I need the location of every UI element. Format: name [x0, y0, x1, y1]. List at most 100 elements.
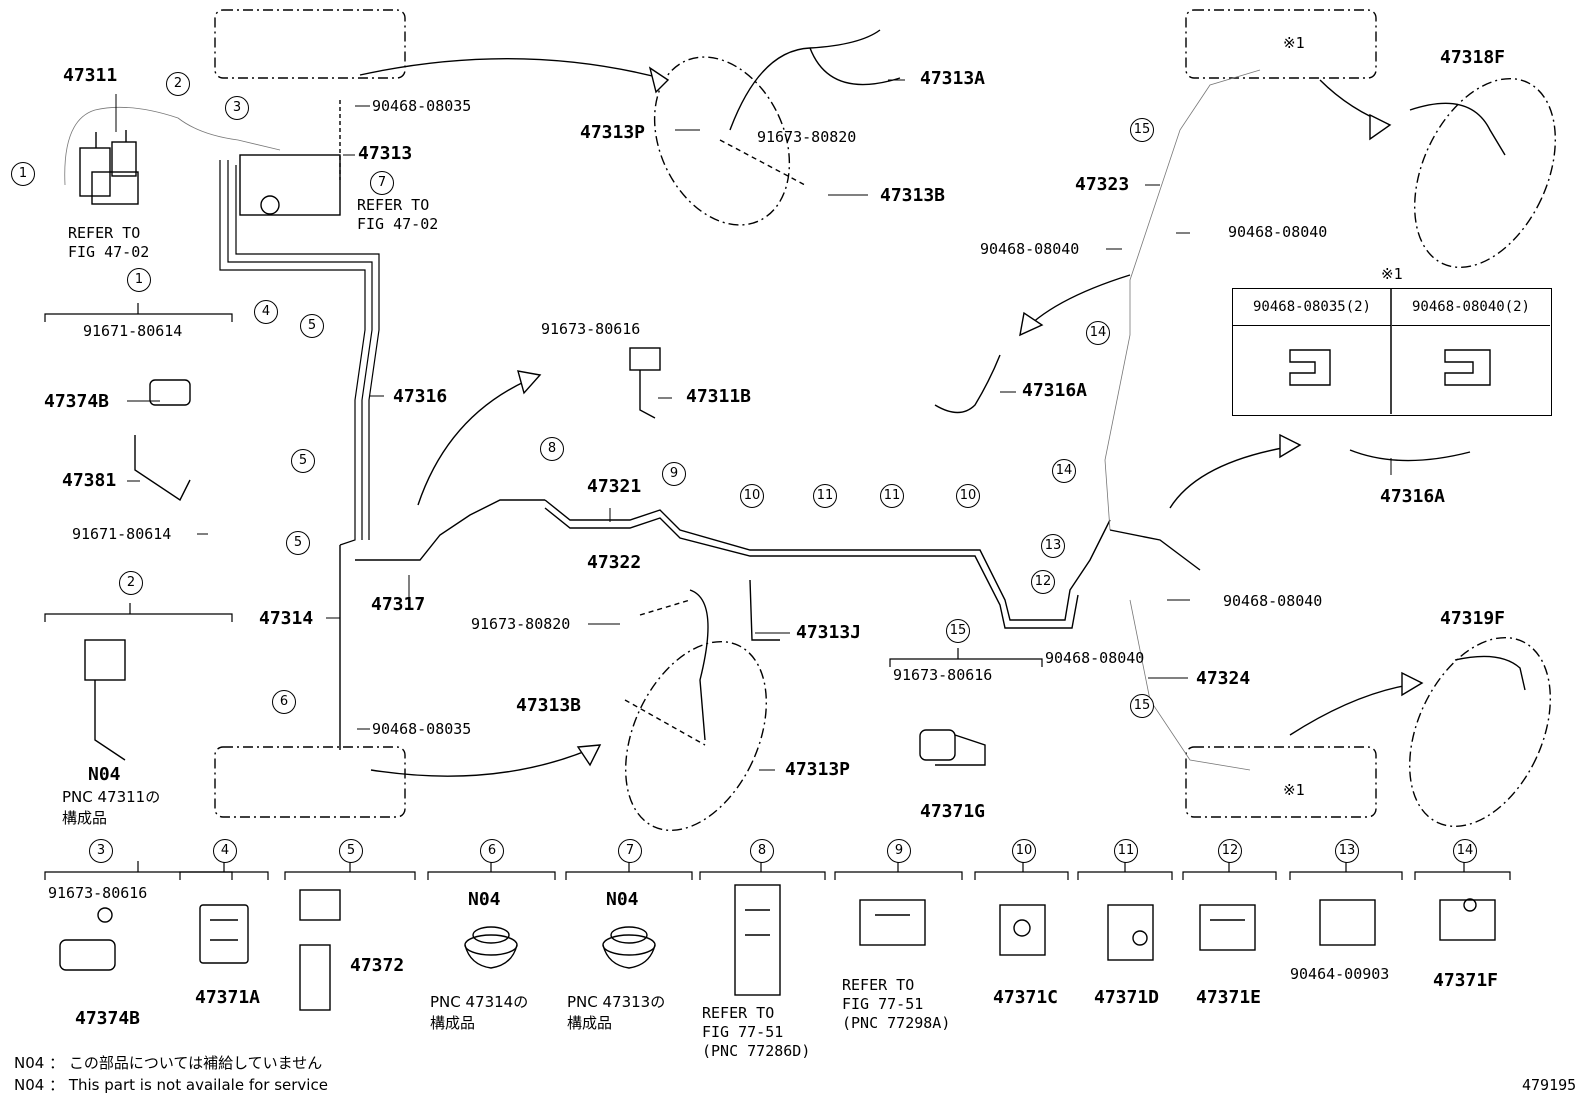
part-label: 47371F — [1433, 970, 1499, 991]
callout-3: 3 — [89, 839, 113, 863]
part-label: 47319F — [1440, 608, 1506, 629]
refer-note: REFER TO FIG 47-02 — [68, 224, 150, 261]
part-label: 91673-80616 — [893, 666, 993, 684]
part-label: 90468-08040 — [1045, 649, 1145, 667]
clip-table: 90468-08035(2) 90468-08040(2) — [1232, 288, 1552, 416]
part-label: 90468-08035 — [372, 97, 472, 115]
callout-14: 14 — [1086, 321, 1110, 345]
callout-11: 11 — [1114, 839, 1138, 863]
callout-9: 9 — [887, 839, 911, 863]
part-label: 91671-80614 — [83, 322, 183, 340]
part-label: 47316 — [393, 386, 448, 407]
callout-14: 14 — [1453, 839, 1477, 863]
part-label: 47318F — [1440, 47, 1506, 68]
n04-label: N04 — [468, 889, 501, 910]
note-jp: N04 ： この部品については補給していません — [14, 1054, 323, 1072]
callout-5: 5 — [291, 449, 315, 473]
part-label: 47313J — [796, 622, 862, 643]
part-label: 90468-08040 — [1228, 223, 1328, 241]
part-label: 90468-08040 — [980, 240, 1080, 258]
part-label: 47311 — [63, 65, 118, 86]
part-label: 47371A — [195, 987, 261, 1008]
refer-note: REFER TO FIG 77-51 (PNC 77298A) — [842, 976, 951, 1032]
callout-3: 3 — [225, 96, 249, 120]
callout-14: 14 — [1052, 459, 1076, 483]
detail-frame-bottom-right — [1185, 746, 1377, 818]
callout-5: 5 — [339, 839, 363, 863]
part-label: 47323 — [1075, 174, 1130, 195]
part-label: 90468-08035 — [372, 720, 472, 738]
callout-7: 7 — [618, 839, 642, 863]
callout-6: 6 — [272, 690, 296, 714]
mark-label: ※1 — [1381, 265, 1403, 283]
callout-2: 2 — [166, 72, 190, 96]
refer-note: REFER TO FIG 47-02 — [357, 196, 439, 233]
part-label: 47372 — [350, 955, 405, 976]
detail-frame-bottom-left — [214, 746, 406, 818]
mark-label: ※1 — [1283, 781, 1305, 799]
callout-8: 8 — [750, 839, 774, 863]
part-label: 47311B — [686, 386, 752, 407]
part-label: 91673-80616 — [541, 320, 641, 338]
part-label: 47313A — [920, 68, 986, 89]
callout-5: 5 — [286, 531, 310, 555]
part-label: 47313 — [358, 143, 413, 164]
callout-4: 4 — [213, 839, 237, 863]
detail-frame-top-right — [1185, 9, 1377, 79]
part-label: 90468-08040 — [1223, 592, 1323, 610]
callout-7: 7 — [370, 171, 394, 195]
part-label: 91673-80820 — [757, 128, 857, 146]
part-label: 47371C — [993, 987, 1059, 1008]
part-label: 47374B — [75, 1008, 141, 1029]
callout-2: 2 — [119, 571, 143, 595]
figure-number: 479195 — [1522, 1076, 1577, 1094]
callout-1: 1 — [11, 162, 35, 186]
callout-4: 4 — [254, 300, 278, 324]
callout-6: 6 — [480, 839, 504, 863]
part-label: 47316A — [1022, 380, 1088, 401]
callout-15: 15 — [1130, 118, 1154, 142]
pnc-note: PNC 47313の 構成品 — [567, 993, 666, 1032]
pnc-note: PNC 47311の 構成品 — [62, 788, 161, 827]
part-label: 91671-80614 — [72, 525, 172, 543]
refer-note: REFER TO FIG 77-51 (PNC 77286D) — [702, 1004, 811, 1060]
callout-8: 8 — [540, 437, 564, 461]
part-label: 47316A — [1380, 486, 1446, 507]
callout-15: 15 — [946, 619, 970, 643]
n04-label: N04 — [88, 764, 121, 785]
part-label: 47313P — [580, 122, 646, 143]
part-label: 47313P — [785, 759, 851, 780]
part-label: 47322 — [587, 552, 642, 573]
callout-5: 5 — [300, 314, 324, 338]
part-label: 47371E — [1196, 987, 1262, 1008]
part-label: 47371G — [920, 801, 986, 822]
table-col-1: 90468-08035(2) — [1233, 289, 1391, 326]
callout-13: 13 — [1335, 839, 1359, 863]
part-label: 90464-00903 — [1290, 965, 1390, 983]
part-label: 47324 — [1196, 668, 1251, 689]
callout-15: 15 — [1130, 694, 1154, 718]
note-en: N04 ： This part is not availale for serv… — [14, 1076, 328, 1094]
callout-12: 12 — [1031, 570, 1055, 594]
part-label: 47313B — [880, 185, 946, 206]
callout-10: 10 — [956, 484, 980, 508]
part-label: 47314 — [259, 608, 314, 629]
callout-11: 11 — [880, 484, 904, 508]
callout-9: 9 — [662, 462, 686, 486]
part-label: 47317 — [371, 594, 426, 615]
callout-11: 11 — [813, 484, 837, 508]
part-label: 91673-80820 — [471, 615, 571, 633]
table-col-2: 90468-08040(2) — [1392, 289, 1550, 326]
part-label: 47371D — [1094, 987, 1160, 1008]
part-label: 47374B — [44, 391, 110, 412]
part-label: 91673-80616 — [48, 884, 148, 902]
callout-10: 10 — [740, 484, 764, 508]
part-label: 47381 — [62, 470, 117, 491]
callout-1: 1 — [127, 268, 151, 292]
detail-frame-top-left — [214, 9, 406, 79]
n04-label: N04 — [606, 889, 639, 910]
callout-12: 12 — [1218, 839, 1242, 863]
part-label: 47313B — [516, 695, 582, 716]
